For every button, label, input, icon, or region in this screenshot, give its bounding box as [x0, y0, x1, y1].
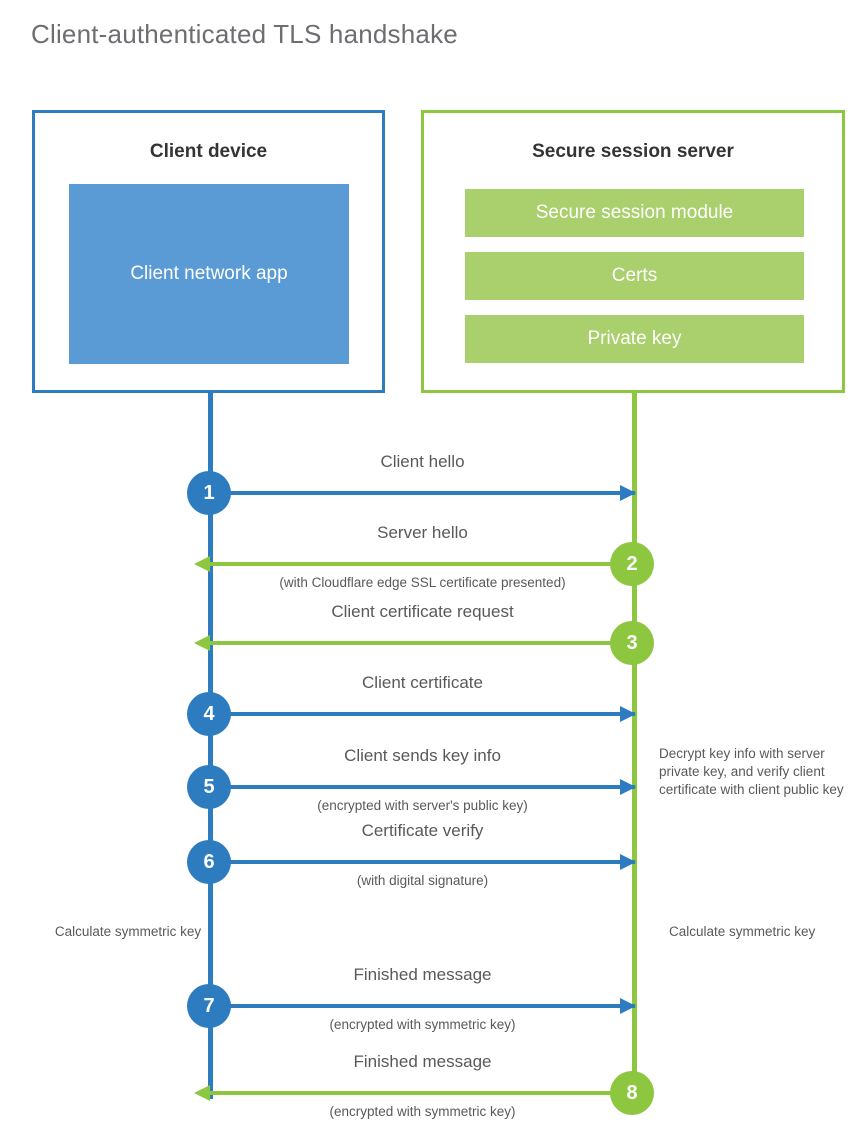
step-number-badge-2: 2 — [610, 542, 654, 586]
secure-session-server-box: Secure session server Secure session mod… — [421, 110, 845, 393]
arrowhead-icon-6 — [620, 854, 636, 870]
step-number-badge-8: 8 — [610, 1071, 654, 1115]
message-label-1: Client hello — [380, 452, 465, 471]
message-arrow-line-2 — [210, 562, 635, 566]
message-label-3: Client certificate request — [331, 602, 514, 621]
arrowhead-icon-3 — [194, 635, 210, 651]
page-title: Client-authenticated TLS handshake — [31, 19, 458, 49]
message-arrow-line-8 — [210, 1091, 635, 1095]
message-sublabel-7: (encrypted with symmetric key) — [329, 1017, 516, 1032]
secure-session-server-title: Secure session server — [532, 141, 734, 162]
arrowhead-icon-5 — [620, 779, 636, 795]
message-sublabel-6: (with digital signature) — [356, 873, 489, 888]
arrowhead-icon-4 — [620, 706, 636, 722]
annotation-decrypt-key-info: Decrypt key info with server private key… — [659, 746, 844, 798]
client-device-box: Client device Client network app — [32, 110, 385, 393]
annotation-calculate-symmetric-key-server: Calculate symmetric key — [669, 924, 816, 939]
client-device-title: Client device — [149, 141, 268, 162]
step-number-badge-6: 6 — [187, 840, 231, 884]
message-sublabel-2: (with Cloudflare edge SSL certificate pr… — [279, 575, 566, 590]
step-number-badge-7: 7 — [187, 984, 231, 1028]
arrowhead-icon-8 — [194, 1085, 210, 1101]
message-label-7: Finished message — [353, 965, 492, 984]
message-sublabel-8: (encrypted with symmetric key) — [329, 1104, 516, 1119]
client-network-app-block: Client network app — [69, 184, 349, 364]
arrowhead-icon-1 — [620, 485, 636, 501]
server-lifeline — [632, 393, 637, 1099]
message-arrow-line-5 — [210, 785, 635, 789]
server-component-private-key: Private key — [465, 315, 804, 363]
message-label-4: Client certificate — [362, 673, 483, 692]
step-number-badge-3: 3 — [610, 621, 654, 665]
step-number-badge-4: 4 — [187, 692, 231, 736]
message-arrow-line-3 — [210, 641, 635, 645]
message-sublabel-5: (encrypted with server's public key) — [317, 798, 528, 813]
server-component-certs: Certs — [465, 252, 804, 300]
message-arrow-line-4 — [210, 712, 635, 716]
step-number-badge-1: 1 — [187, 471, 231, 515]
message-label-8: Finished message — [353, 1052, 492, 1071]
client-lifeline — [208, 393, 213, 1099]
arrowhead-icon-7 — [620, 998, 636, 1014]
arrowhead-icon-2 — [194, 556, 210, 572]
server-component-secure-session-module: Secure session module — [465, 189, 804, 237]
step-number-badge-5: 5 — [187, 765, 231, 809]
message-label-6: Certificate verify — [361, 821, 484, 840]
annotation-calculate-symmetric-key-client: Calculate symmetric key — [54, 924, 202, 939]
message-arrow-line-7 — [210, 1004, 635, 1008]
message-label-2: Server hello — [377, 523, 468, 542]
message-label-5: Client sends key info — [344, 746, 501, 765]
message-arrow-line-1 — [210, 491, 635, 495]
message-arrow-line-6 — [210, 860, 635, 864]
